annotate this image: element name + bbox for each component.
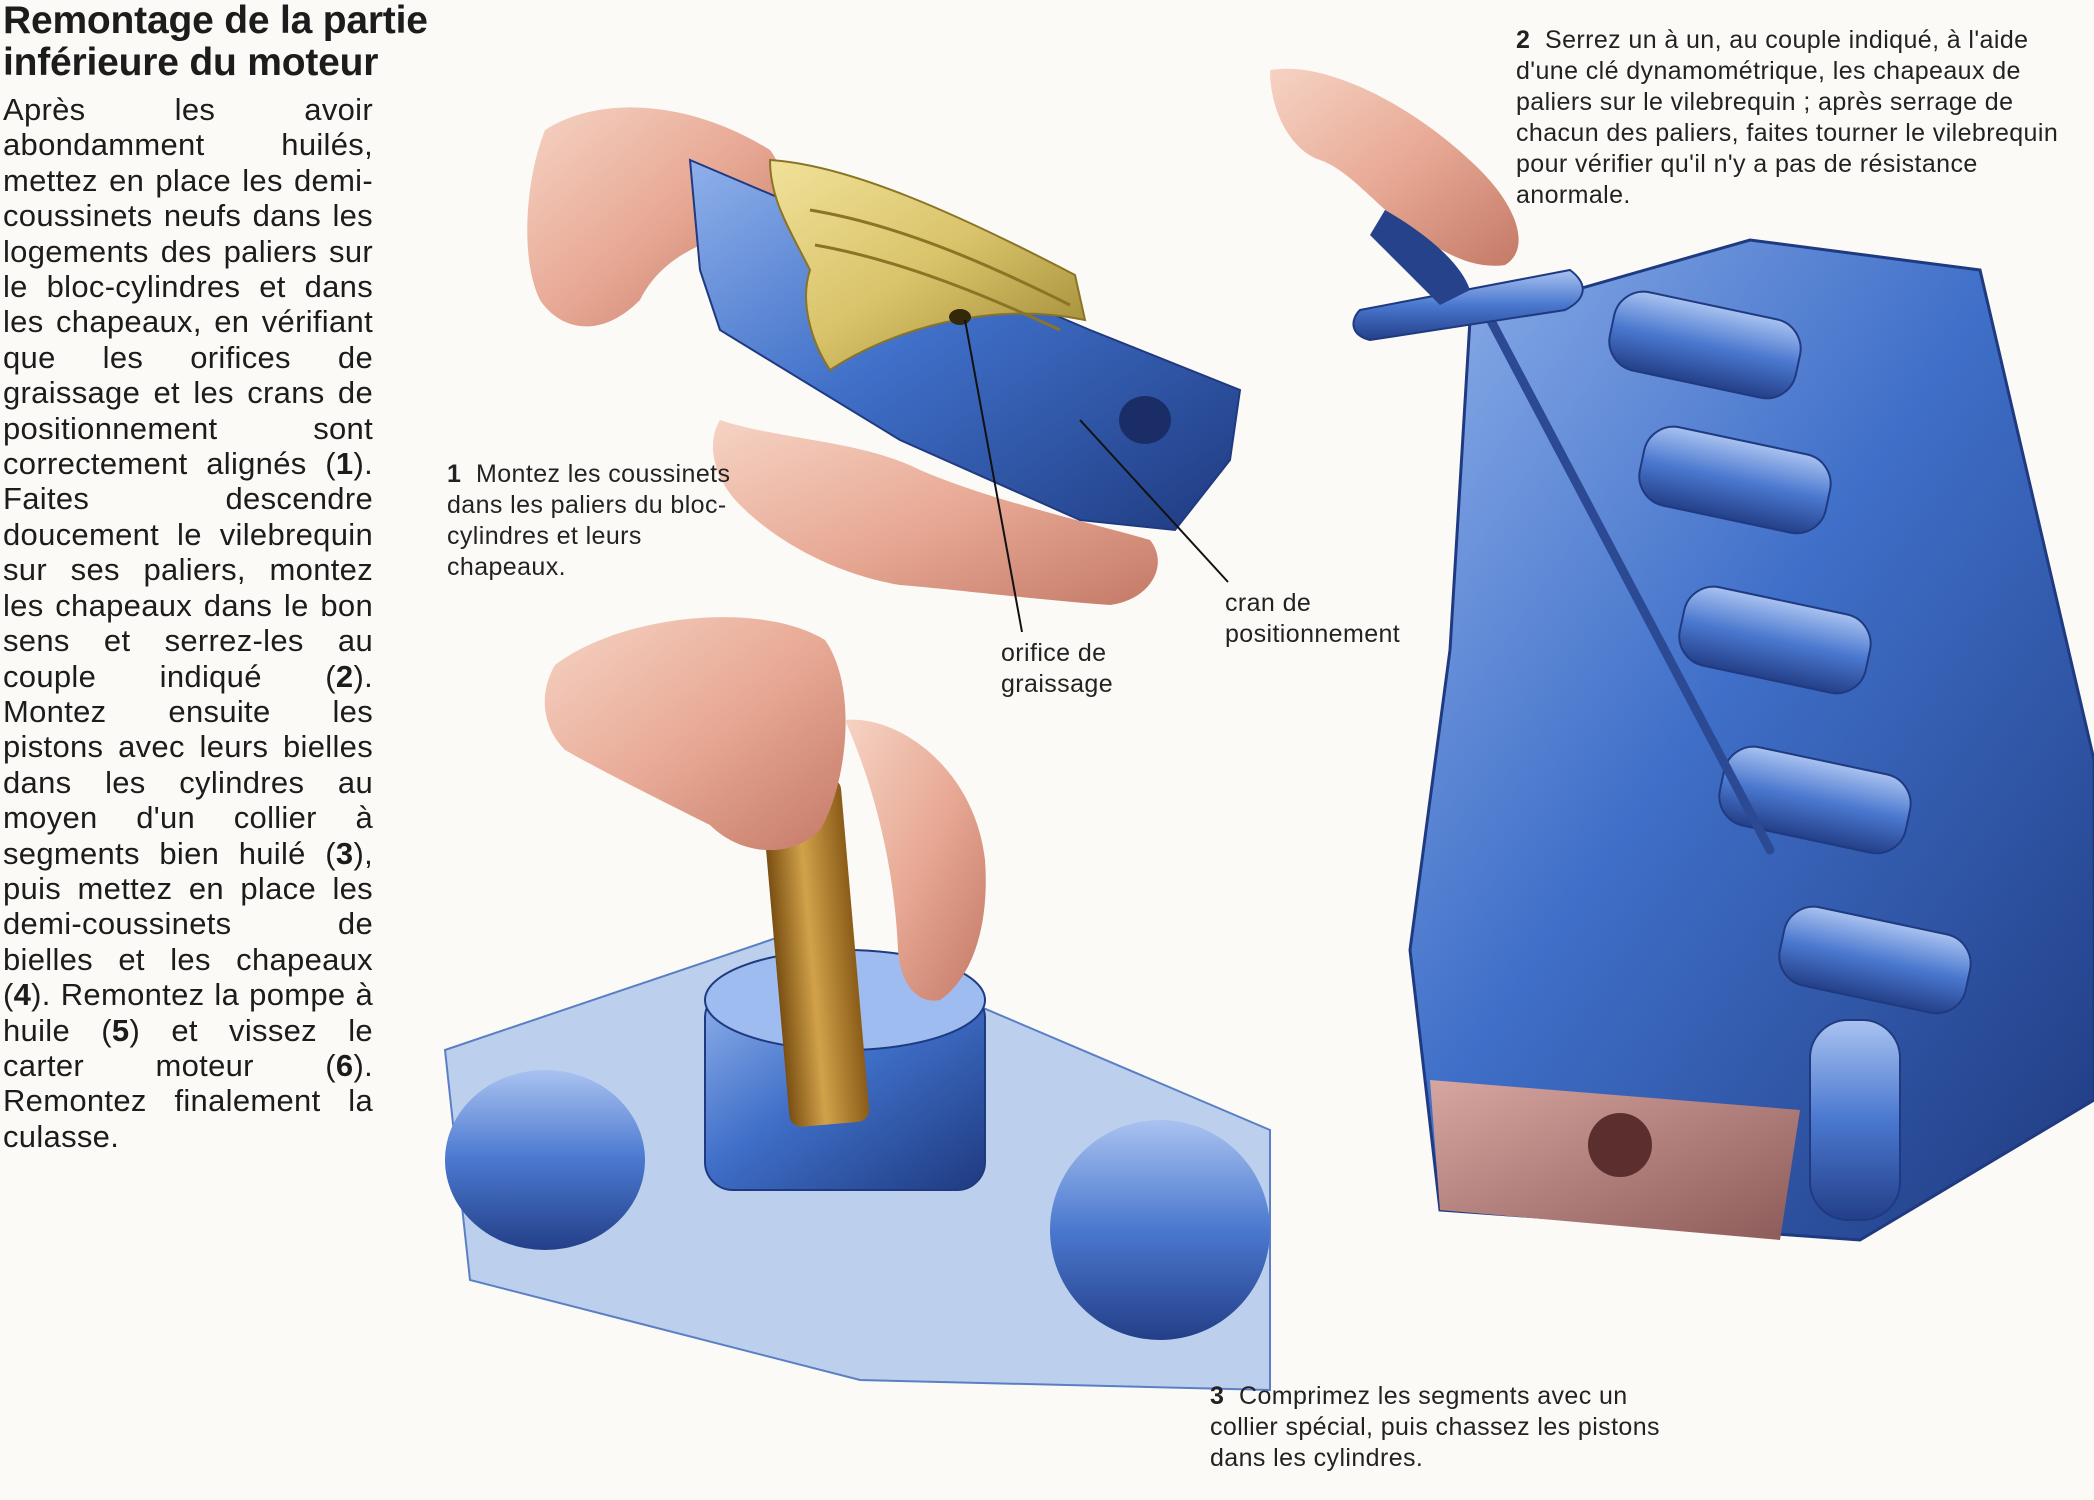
caption-1-number: 1 <box>447 460 462 488</box>
label-cran-line-2: positionnement <box>1225 620 1401 648</box>
figure-3-ring-compressor <box>443 617 1271 1392</box>
hand-1-lower <box>712 420 1158 605</box>
figure-ref-4: 4 <box>13 977 32 1013</box>
caption-3: 3 Comprimez les segments avec un collier… <box>1210 1381 1700 1474</box>
body-text-part: ). Remontez la pompe à huile ( <box>3 977 373 1048</box>
body-text-part: ). Montez ensuite les pistons avec leurs… <box>3 658 373 871</box>
figure-ref-2: 2 <box>335 658 354 694</box>
figure-ref-1: 1 <box>335 446 354 482</box>
body-text-part: ). Faites descendre doucement le vilebre… <box>3 446 373 694</box>
crank-journal <box>1678 585 1872 695</box>
torque-wrench-head <box>1352 268 1584 342</box>
label-cran-line-1: cran de <box>1225 589 1312 617</box>
caption-1-text: Montez les coussinets dans les paliers d… <box>447 460 731 581</box>
crank-journal <box>1778 905 1972 1015</box>
body-text-part: ) et vissez le carter moteur ( <box>3 1012 373 1083</box>
body-text-part: ). Remontez finalement la culasse. <box>3 1047 373 1154</box>
title-line-1: Remontage de la partie <box>3 0 428 42</box>
bearing-shell-groove <box>814 243 1061 332</box>
caption-2-text: Serrez un à un, au couple indiqué, à l'a… <box>1516 26 2059 209</box>
caption-3-text: Comprimez les segments avec un collier s… <box>1210 1382 1660 1472</box>
caption-3-number: 3 <box>1210 1382 1225 1410</box>
hand-3 <box>544 617 846 851</box>
caption-2: 2 Serrez un à un, au couple indiqué, à l… <box>1516 25 2076 211</box>
caption-2-number: 2 <box>1516 26 1531 54</box>
figure-ref-5: 5 <box>111 1012 130 1048</box>
cylinder-bore <box>1050 1120 1270 1340</box>
caption-1: 1 Montez les coussinets dans les paliers… <box>447 459 737 583</box>
figure-2-engine-block <box>1270 68 2094 1242</box>
figure-1-bearing-cap <box>527 107 1242 605</box>
bearing-shell <box>768 158 1087 372</box>
crank-journal <box>1608 290 1802 400</box>
body-text-part: ), puis mettez en place les demi-coussin… <box>3 835 373 1013</box>
crank-journal <box>1718 745 1912 855</box>
crank-journal <box>1638 425 1832 535</box>
leader-line-cran <box>1079 419 1229 583</box>
crank-snout <box>1809 1019 1901 1221</box>
bearing-shell-groove <box>809 208 1071 307</box>
label-orifice-de-graissage: orifice de graissage <box>1001 638 1113 700</box>
figure-ref-3: 3 <box>335 835 354 871</box>
hammer-handle <box>761 778 870 1127</box>
torque-wrench-shaft <box>1475 295 1775 855</box>
label-orifice-line-1: orifice de <box>1001 639 1107 667</box>
wrench-handle <box>1370 210 1470 305</box>
cylinder-bore <box>445 1070 645 1250</box>
hand-2 <box>1270 68 1519 266</box>
label-cran-de-positionnement: cran de positionnement <box>1225 588 1400 650</box>
hand-1-upper <box>527 107 781 327</box>
body-text-part: Après les avoir abondamment huilés, mett… <box>3 92 373 482</box>
body-paragraph: Après les avoir abondamment huilés, mett… <box>3 92 373 1154</box>
page-title: Remontage de la partie inférieure du mot… <box>3 0 523 84</box>
block-hole <box>1588 1113 1652 1177</box>
label-orifice-line-2: graissage <box>1001 670 1113 698</box>
leader-line-orifice <box>964 319 1023 633</box>
figure-ref-6: 6 <box>335 1047 354 1083</box>
title-line-2: inférieure du moteur <box>3 41 379 84</box>
finger-3 <box>845 719 986 1001</box>
oil-hole <box>949 309 971 325</box>
cap-bolt-hole <box>1119 396 1171 444</box>
